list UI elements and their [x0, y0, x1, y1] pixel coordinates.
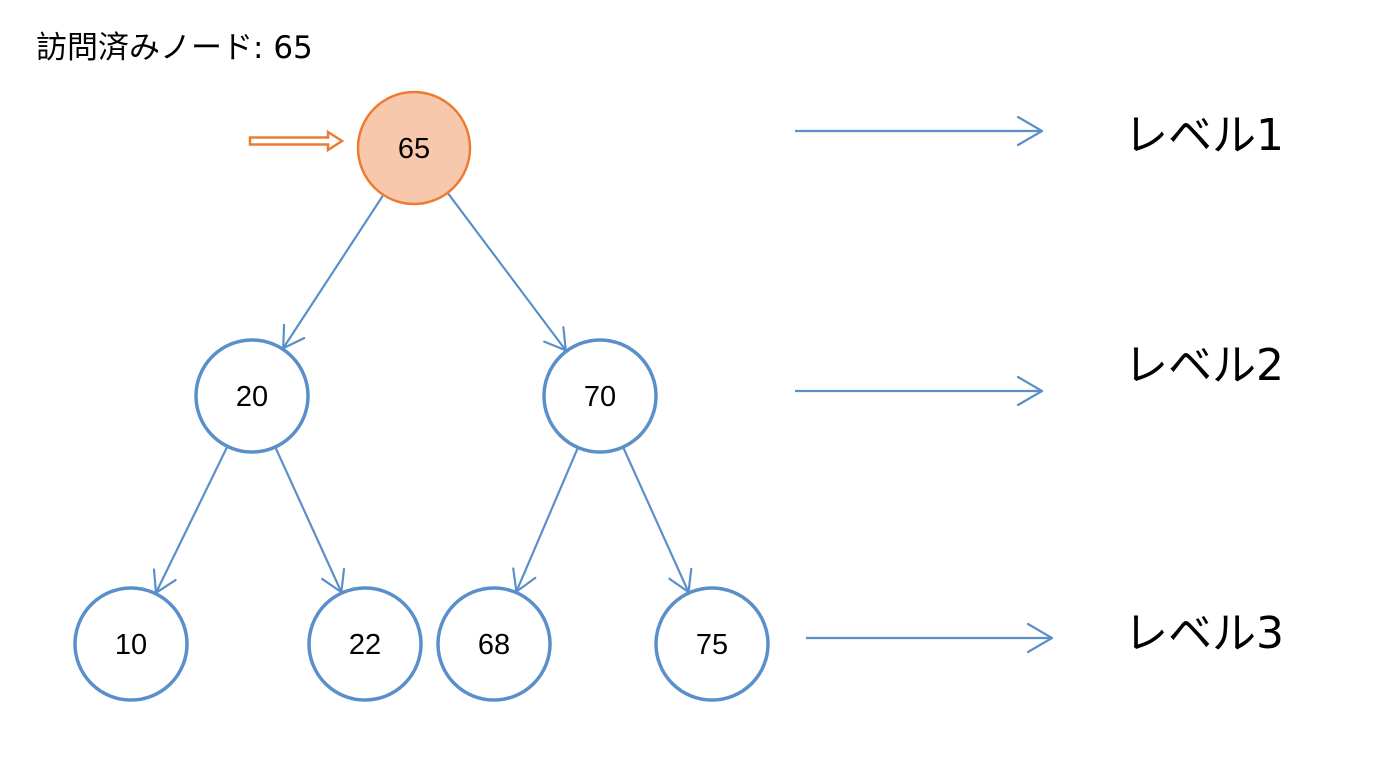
tree-node-22: 22 — [307, 586, 423, 702]
tree-node-20: 20 — [194, 338, 310, 454]
tree-node-70: 70 — [542, 338, 658, 454]
tree-edge-70-68 — [512, 446, 580, 593]
tree-node-circle-10 — [73, 586, 189, 702]
pointer-arrow-shape — [248, 129, 345, 153]
level-arrowhead-3 — [1026, 622, 1054, 654]
level-indicator-1: レベル1 — [795, 110, 1284, 161]
tree-edges — [152, 191, 693, 594]
tree-node-circle-22 — [307, 586, 423, 702]
tree-node-circle-20 — [194, 338, 310, 454]
tree-node-label-10: 10 — [115, 629, 147, 661]
visited-nodes-label: 訪問済みノード — [36, 30, 253, 66]
level-label-2: レベル2 — [1124, 340, 1284, 391]
level-label-3: レベル3 — [1124, 608, 1284, 659]
tree-edge-20-10 — [152, 445, 229, 594]
tree-node-label-75: 75 — [696, 629, 728, 661]
tree-node-10: 10 — [73, 586, 189, 702]
tree-node-label-20: 20 — [236, 381, 268, 413]
tree-nodes: 65 20 70 10 22 68 75 — [73, 90, 770, 702]
tree-node-75: 75 — [654, 586, 770, 702]
level-indicator-3: レベル3 — [806, 608, 1284, 659]
tree-node-68: 68 — [436, 586, 552, 702]
current-node-pointer-arrow — [248, 129, 345, 153]
tree-node-circle-65 — [356, 90, 472, 206]
tree-node-label-22: 22 — [349, 629, 381, 661]
level-label-1: レベル1 — [1124, 110, 1284, 161]
tree-edge-20-22 — [274, 445, 346, 594]
tree-node-label-65: 65 — [398, 133, 430, 165]
visited-nodes-value: 65 — [273, 30, 312, 66]
tree-edge-65-20 — [282, 193, 385, 350]
tree-node-circle-75 — [654, 586, 770, 702]
level-indicator-2: レベル2 — [795, 340, 1284, 407]
tree-edge-65-70 — [446, 191, 567, 352]
visited-nodes-text: 訪問済みノード: 65 — [36, 30, 313, 66]
tree-edge-70-75 — [621, 445, 693, 594]
tree-node-label-70: 70 — [584, 381, 616, 413]
visited-separator: : — [253, 30, 273, 66]
level-indicators: レベル1 レベル2 レベル3 — [795, 110, 1284, 659]
tree-node-circle-68 — [436, 586, 552, 702]
level-arrowhead-2 — [1016, 375, 1044, 407]
tree-node-65: 65 — [356, 90, 472, 206]
level-arrowhead-1 — [1016, 115, 1044, 147]
tree-node-circle-70 — [542, 338, 658, 454]
tree-node-label-68: 68 — [478, 629, 510, 661]
